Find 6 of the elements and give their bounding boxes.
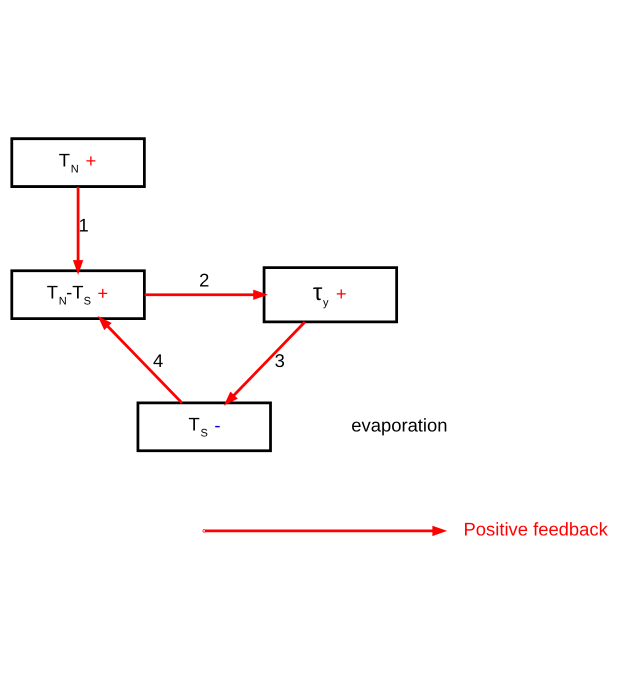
edge-label: 2 [199, 268, 210, 290]
label: evaporation [351, 414, 448, 435]
edge-label: 3 [274, 350, 285, 371]
legend-label: Positive feedback [464, 518, 608, 540]
edge-label: 4 [153, 350, 164, 371]
edge-label: 1 [78, 214, 89, 236]
